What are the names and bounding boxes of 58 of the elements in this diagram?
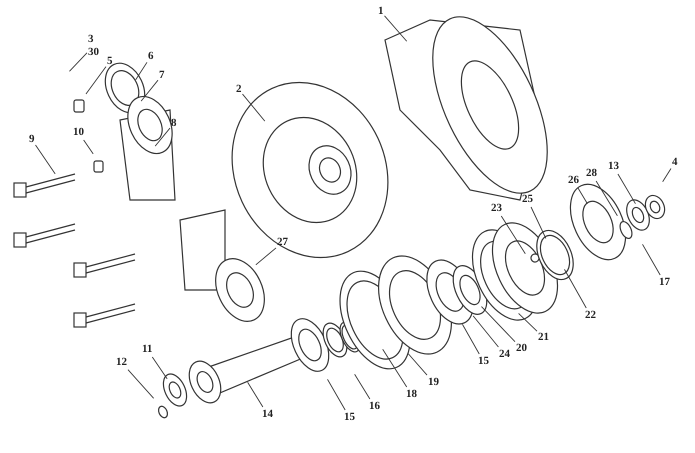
leader-line: [35, 144, 56, 174]
leader-line: [255, 247, 276, 266]
callout-number: 8: [171, 117, 176, 130]
callout-number: 2: [236, 83, 242, 96]
callout-number: 12: [116, 356, 127, 369]
callout-number: 27: [277, 236, 288, 249]
leader-line: [86, 66, 106, 94]
leader-line: [154, 128, 170, 147]
callout-number: 23: [491, 202, 502, 215]
callout-number: 21: [538, 331, 549, 344]
callout-number: 10: [73, 126, 84, 139]
callout-number: 16: [369, 400, 380, 413]
leader-line: [354, 374, 370, 400]
leader-line: [530, 206, 546, 239]
leader-line: [408, 353, 428, 376]
callout-number: 5: [107, 55, 112, 68]
leader-line: [617, 174, 636, 204]
leader-line: [662, 168, 672, 182]
leader-line: [247, 382, 264, 408]
leader-line: [135, 62, 148, 80]
callout-number: 9: [29, 133, 34, 146]
leader-line: [152, 356, 168, 380]
leader-line: [462, 324, 480, 354]
callout-number: 24: [499, 348, 510, 361]
leader-line: [481, 306, 516, 342]
leader-line: [69, 52, 88, 72]
leader-line: [578, 188, 588, 204]
leader-line: [242, 94, 266, 122]
leader-line: [472, 315, 499, 348]
callout-number: 7: [159, 69, 164, 82]
callout-number: 3: [88, 33, 94, 46]
callout-number: 17: [659, 276, 670, 289]
leader-line: [642, 244, 661, 276]
leader-line: [596, 180, 618, 216]
callout-number: 26: [568, 174, 579, 187]
callout-number: 18: [406, 388, 417, 401]
callout-number: 1: [378, 5, 384, 18]
callout-number: 4: [672, 156, 678, 169]
leader-line: [384, 15, 408, 42]
leader-line: [518, 313, 538, 332]
callout-number: 28: [586, 167, 597, 180]
callout-number: 20: [516, 342, 527, 355]
callout-number: 15: [478, 355, 489, 368]
callout-number: 25: [522, 193, 533, 206]
leader-line: [83, 140, 94, 154]
callout-number: 30: [88, 46, 99, 59]
leader-line: [327, 378, 346, 410]
callout-number: 6: [148, 50, 154, 63]
callout-number: 14: [262, 408, 273, 421]
leader-line: [128, 369, 154, 399]
leader-line: [382, 348, 408, 388]
leader-line: [564, 268, 587, 308]
callout-number: 13: [608, 160, 619, 173]
callout-number: 15: [344, 411, 355, 424]
callout-number: 19: [428, 376, 439, 389]
callout-number: 22: [585, 309, 596, 322]
leader-line: [140, 80, 158, 102]
callout-number: 11: [142, 343, 152, 356]
